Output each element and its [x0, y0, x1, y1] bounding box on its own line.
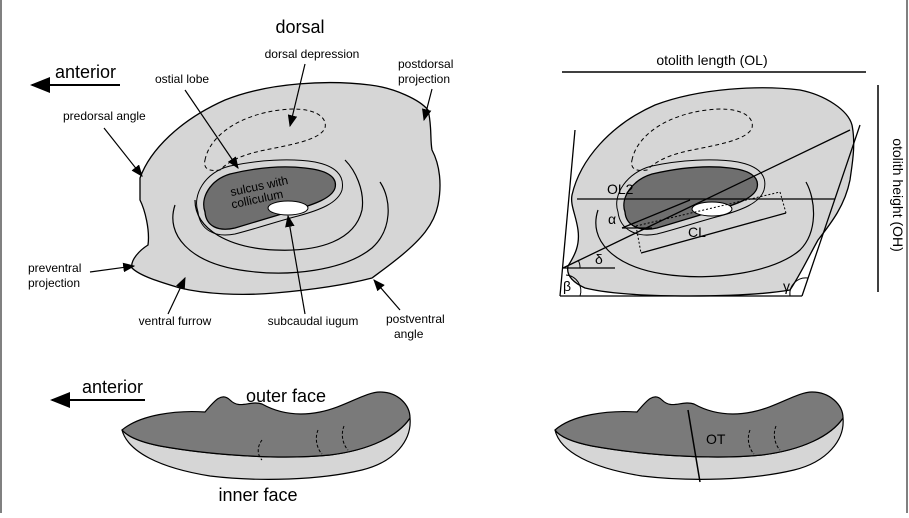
otolith-left: [132, 83, 440, 295]
side-view-right: [555, 392, 843, 482]
label-postventral-2: angle: [394, 327, 424, 341]
otolith-left-subcaudal-iugum: [268, 201, 308, 215]
label-otolith-height: otolith height (OH): [890, 138, 906, 252]
label-predorsal-angle: predorsal angle: [63, 109, 146, 123]
postventral-arrow: [374, 280, 400, 310]
label-ventral-furrow: ventral furrow: [139, 314, 212, 328]
label-postdorsal-2: projection: [398, 72, 450, 86]
label-subcaudal-iugum: subcaudal iugum: [268, 314, 359, 328]
label-dorsal-depression: dorsal depression: [265, 47, 360, 61]
label-otolith-length: otolith length (OL): [656, 52, 767, 68]
label-ol2: OL2: [607, 181, 634, 197]
label-inner-face: inner face: [218, 485, 297, 505]
label-postdorsal-1: postdorsal: [398, 57, 453, 71]
label-preventral-2: projection: [28, 276, 80, 290]
label-anterior-bottom: anterior: [82, 377, 143, 397]
label-delta: δ: [595, 251, 603, 267]
label-dorsal: dorsal: [275, 17, 324, 37]
preventral-arrow: [90, 266, 134, 272]
label-beta: β: [563, 278, 571, 294]
label-alpha: α: [608, 211, 616, 227]
label-cl: CL: [688, 224, 706, 240]
label-preventral-1: preventral: [28, 261, 81, 275]
label-ostial-lobe: ostial lobe: [155, 72, 209, 86]
predorsal-arrow: [104, 128, 142, 176]
label-ot: OT: [706, 431, 726, 447]
otolith-right-subcaudal-iugum: [692, 202, 732, 216]
label-gamma: γ: [783, 278, 790, 294]
label-postventral-1: postventral: [386, 312, 445, 326]
side-right-outer-face: [555, 392, 843, 457]
label-anterior-top: anterior: [55, 62, 116, 82]
